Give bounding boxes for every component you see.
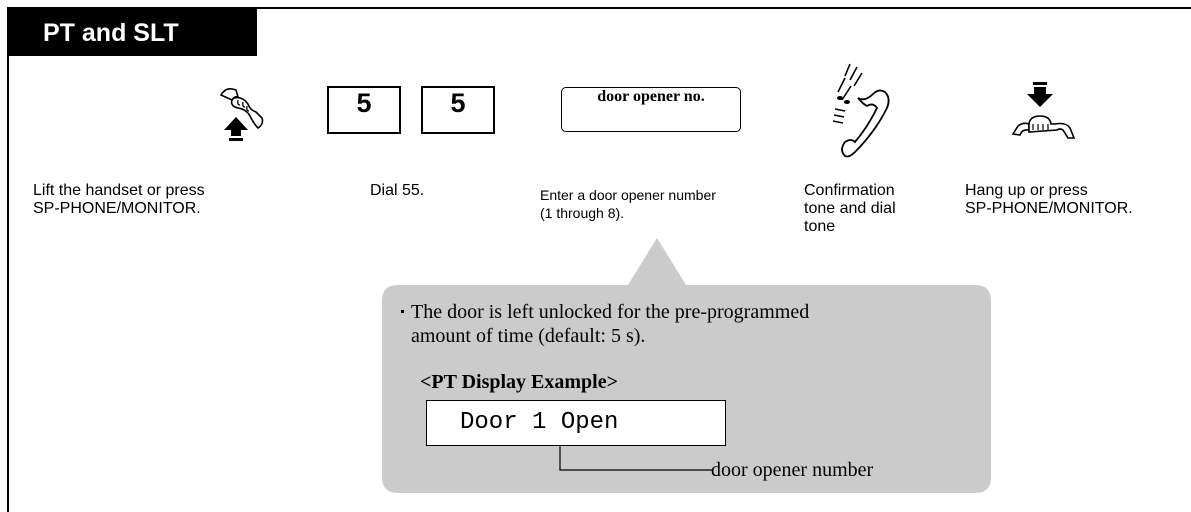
bullet-mark (401, 310, 404, 313)
display-pointer-label: door opener number (711, 459, 874, 481)
note-line-2: amount of time (default: 5 s). (411, 325, 646, 347)
step-5-caption: Hang up or press SP-PHONE/MONITOR. (965, 182, 1133, 217)
handset-lift-icon (219, 88, 264, 141)
step-2-caption: Dial 55. (370, 182, 425, 199)
handset-ringing-icon (832, 63, 890, 158)
dial-key-5: 5 (327, 86, 401, 134)
step-1-caption: Lift the handset or press SP-PHONE/MONIT… (33, 182, 205, 217)
content-frame (7, 7, 1191, 512)
door-opener-number-button: door opener no. (561, 87, 741, 132)
display-example-heading: <PT Display Example> (420, 371, 619, 393)
section-title: PT and SLT (43, 19, 179, 47)
handset-hang-up-icon (1011, 82, 1076, 139)
display-pointer-line (559, 445, 713, 471)
note-line-1: The door is left unlocked for the pre-pr… (411, 301, 810, 323)
section-header: PT and SLT (7, 7, 257, 56)
callout-note: The door is left unlocked for the pre-pr… (401, 300, 971, 348)
step-3-caption: Enter a door opener number (1 through 8)… (540, 187, 716, 221)
dial-key-5-second: 5 (421, 86, 495, 134)
step-4-caption: Confirmation tone and dial tone (804, 182, 896, 235)
pt-display: Door 1 Open (426, 400, 726, 446)
pt-display-text: Door 1 Open (460, 409, 619, 436)
